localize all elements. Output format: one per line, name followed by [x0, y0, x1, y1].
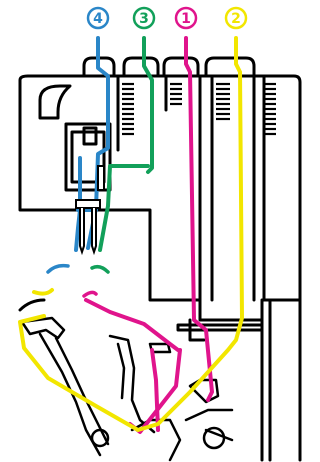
lower-looper-eye: [90, 428, 110, 448]
thread-2-badge: [224, 6, 248, 30]
upper-looper-arm: [108, 334, 156, 434]
thread-3-tail: [90, 264, 110, 274]
right-panel: [260, 298, 302, 462]
thread-4-number: 4: [93, 11, 103, 27]
needle-clamp: [82, 126, 98, 146]
looper-frame: [18, 298, 264, 342]
thread-3-line: [98, 36, 154, 252]
tension-dial-4: [122, 82, 134, 136]
thread-2-loose-end: [32, 288, 54, 296]
looper-pulley: [202, 426, 226, 450]
tension-dial-tops: [82, 56, 256, 78]
thread-2-path: [18, 36, 244, 432]
needle-right: [91, 208, 97, 256]
tension-arm: [97, 165, 105, 191]
thread-4-tail: [46, 263, 70, 274]
lower-looper-arm: [20, 316, 102, 457]
needles: [75, 165, 105, 256]
looper-mechanism: [20, 316, 234, 462]
thread-2-number: 2: [231, 11, 241, 27]
thread-tails: [46, 263, 110, 298]
tension-dial-3: [170, 82, 182, 106]
thread-1-line: [84, 36, 214, 434]
machine-body: [18, 56, 302, 462]
machine-housing-outline: [18, 74, 302, 322]
needle-bar: [75, 199, 101, 209]
thread-3-badge: [132, 6, 156, 30]
thread-2-line: [18, 36, 244, 432]
thread-1-number: 1: [181, 11, 191, 27]
thread-3-path: [98, 36, 154, 252]
tension-dial-serrations: [122, 82, 276, 136]
looper-base: [130, 408, 234, 462]
left-cover-curve: [38, 84, 72, 120]
tension-column-outlines: [116, 74, 266, 302]
thread-1-path: [84, 36, 214, 434]
thread-4-badge: [86, 6, 110, 30]
needle-left: [79, 208, 85, 256]
thread-1-badge: [174, 6, 198, 30]
thread-number-badges: 4 3 1 2: [86, 6, 248, 30]
tension-dial-1: [216, 82, 230, 121]
tension-dial-2: [264, 82, 276, 136]
thread-1-tail: [82, 290, 98, 298]
lower-looper-body: [54, 336, 110, 446]
thread-3-number: 3: [139, 11, 149, 27]
